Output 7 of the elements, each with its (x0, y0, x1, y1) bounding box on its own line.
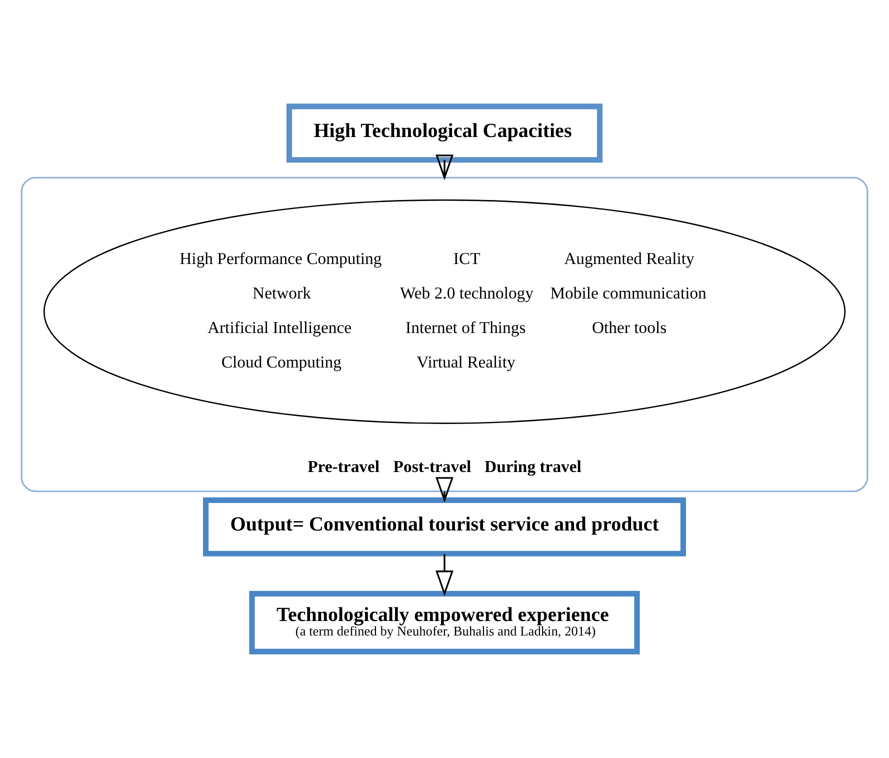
node-box: Output= Conventional tourist service and product (203, 497, 686, 556)
node-ellipse: High Performance Computing ICT Augmented Reality Network Web 2.0 technology Mobile communication Artificial Intelligence Internet of Things Other tools Cloud Computing Virtual Reality (43, 199, 846, 424)
arrow (436, 477, 454, 503)
arrow (436, 554, 454, 596)
node-box: High Technological Capacities (286, 104, 603, 163)
arrow (436, 154, 454, 180)
node-box: Technologically empowered experience (a term defined by Neuhofer, Buhalis and Ladkin, 2014) (249, 590, 640, 654)
